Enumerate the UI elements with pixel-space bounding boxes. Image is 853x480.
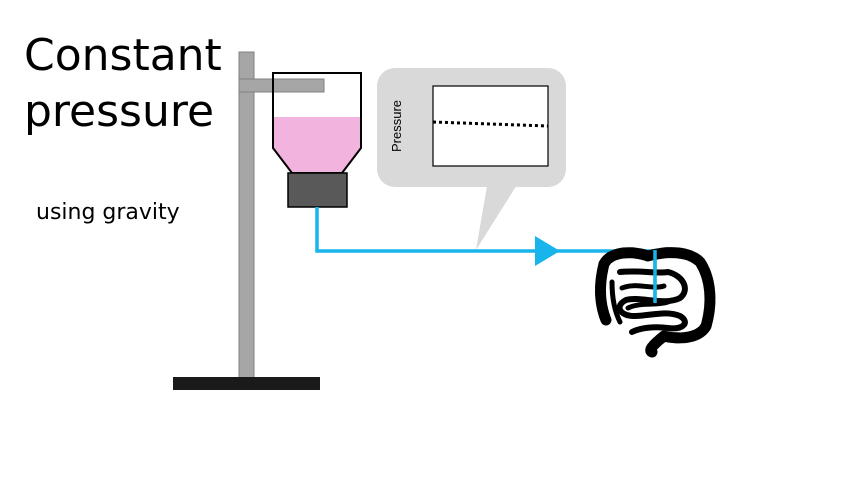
fluid-funnel bbox=[273, 148, 361, 173]
graph-axis-label: Pressure bbox=[389, 100, 404, 152]
reservoir-bottle-icon bbox=[272, 72, 362, 174]
pressure-graph-callout: Pressure bbox=[377, 68, 566, 250]
fluid-upper bbox=[273, 117, 361, 148]
pump-block-icon bbox=[287, 172, 348, 208]
stand-arm bbox=[238, 78, 325, 93]
title-line-1: Constant bbox=[24, 30, 222, 81]
stand-pole bbox=[238, 51, 255, 379]
flow-arrow-icon bbox=[535, 236, 560, 266]
stand-base bbox=[173, 377, 320, 390]
graph-frame bbox=[432, 85, 549, 167]
ring-stand-icon bbox=[173, 51, 325, 390]
diagram-title: Constant pressure bbox=[24, 28, 222, 140]
title-line-2: pressure bbox=[24, 86, 215, 137]
pressure-trace bbox=[432, 120, 549, 128]
callout-pointer bbox=[476, 180, 520, 250]
subtitle: using gravity bbox=[36, 200, 180, 225]
intestine-icon bbox=[595, 247, 716, 358]
